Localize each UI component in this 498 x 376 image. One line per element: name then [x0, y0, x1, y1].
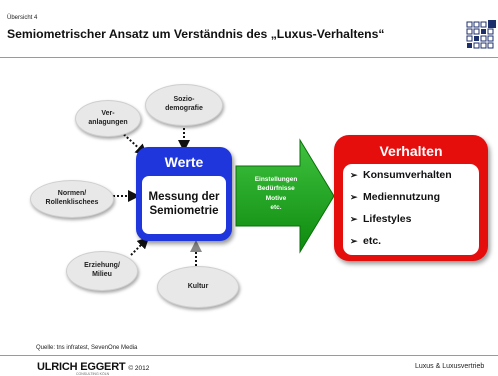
verhalten-item: ➢ etc.: [350, 235, 381, 247]
logo-grid-icon: [465, 18, 498, 50]
verhalten-list: ➢ Konsumverhalten ➢ Mediennutzung ➢ Lifesty…: [343, 164, 479, 255]
oval-kultur: Kultur: [157, 266, 239, 308]
slide-title: Semiometrischer Ansatz um Verständnis de…: [7, 27, 385, 41]
verhalten-box: Verhalten ➢ Konsumverhalten ➢ Mediennutzun…: [334, 135, 488, 261]
brand-name: ULRICH EGGERT: [37, 361, 126, 373]
arrow-line-motive: Motive: [265, 194, 287, 202]
slide-kicker: Übersicht 4: [7, 15, 38, 21]
oval-erziehung: Erziehung/ Milieu: [66, 251, 138, 291]
verhalten-title: Verhalten: [379, 143, 443, 159]
arrow-bullet-icon: ➢: [350, 192, 358, 202]
footer-divider: [0, 355, 498, 356]
oval-normen: Normen/ Rollenklischees: [30, 180, 114, 218]
verhalten-item: ➢ Mediennutzung: [350, 191, 440, 203]
werte-title: Werte: [164, 154, 204, 170]
arrow-bullet-icon: ➢: [350, 236, 358, 246]
verhalten-item-label: Lifestyles: [363, 213, 412, 225]
brand-logo: ULRICH EGGERT © 2012: [37, 361, 149, 373]
verhalten-item: ➢ Lifestyles: [350, 213, 411, 225]
verhalten-item-label: Konsumverhalten: [363, 169, 452, 181]
arrow-erziehung: [130, 236, 150, 256]
arrow-line-beduerfnisse: Bedürfnisse: [257, 185, 295, 193]
arrow-bullet-icon: ➢: [350, 170, 358, 180]
arrow-line-einstellungen: Einstellungen: [254, 176, 298, 183]
verhalten-item-label: Mediennutzung: [363, 191, 440, 203]
verhalten-item-label: etc.: [363, 235, 382, 247]
source-note: Quelle: tns infratest, SevenOne Media: [36, 345, 138, 351]
werte-inner-text: Messung der Semiometrie: [142, 176, 226, 234]
arrow-line-etc: etc.: [270, 204, 282, 212]
brand-subline: CONSULTING KÖLN: [76, 372, 110, 376]
verhalten-item: ➢ Konsumverhalten: [350, 169, 452, 181]
oval-anlagungen: Ver- anlagungen: [75, 100, 141, 137]
arrow-bullet-icon: ➢: [350, 214, 358, 224]
oval-soziodemografie: Sozio- demografie: [145, 84, 223, 126]
footer-topic: Luxus & Luxusvertrieb: [415, 363, 485, 370]
brand-year: © 2012: [128, 365, 150, 372]
werte-box: Werte Messung der Semiometrie: [136, 147, 232, 241]
green-process-arrow: [235, 138, 335, 254]
arrow-text: Einstellungen Bedürfnisse Motive etc.: [238, 175, 314, 213]
header-divider: [0, 57, 498, 58]
